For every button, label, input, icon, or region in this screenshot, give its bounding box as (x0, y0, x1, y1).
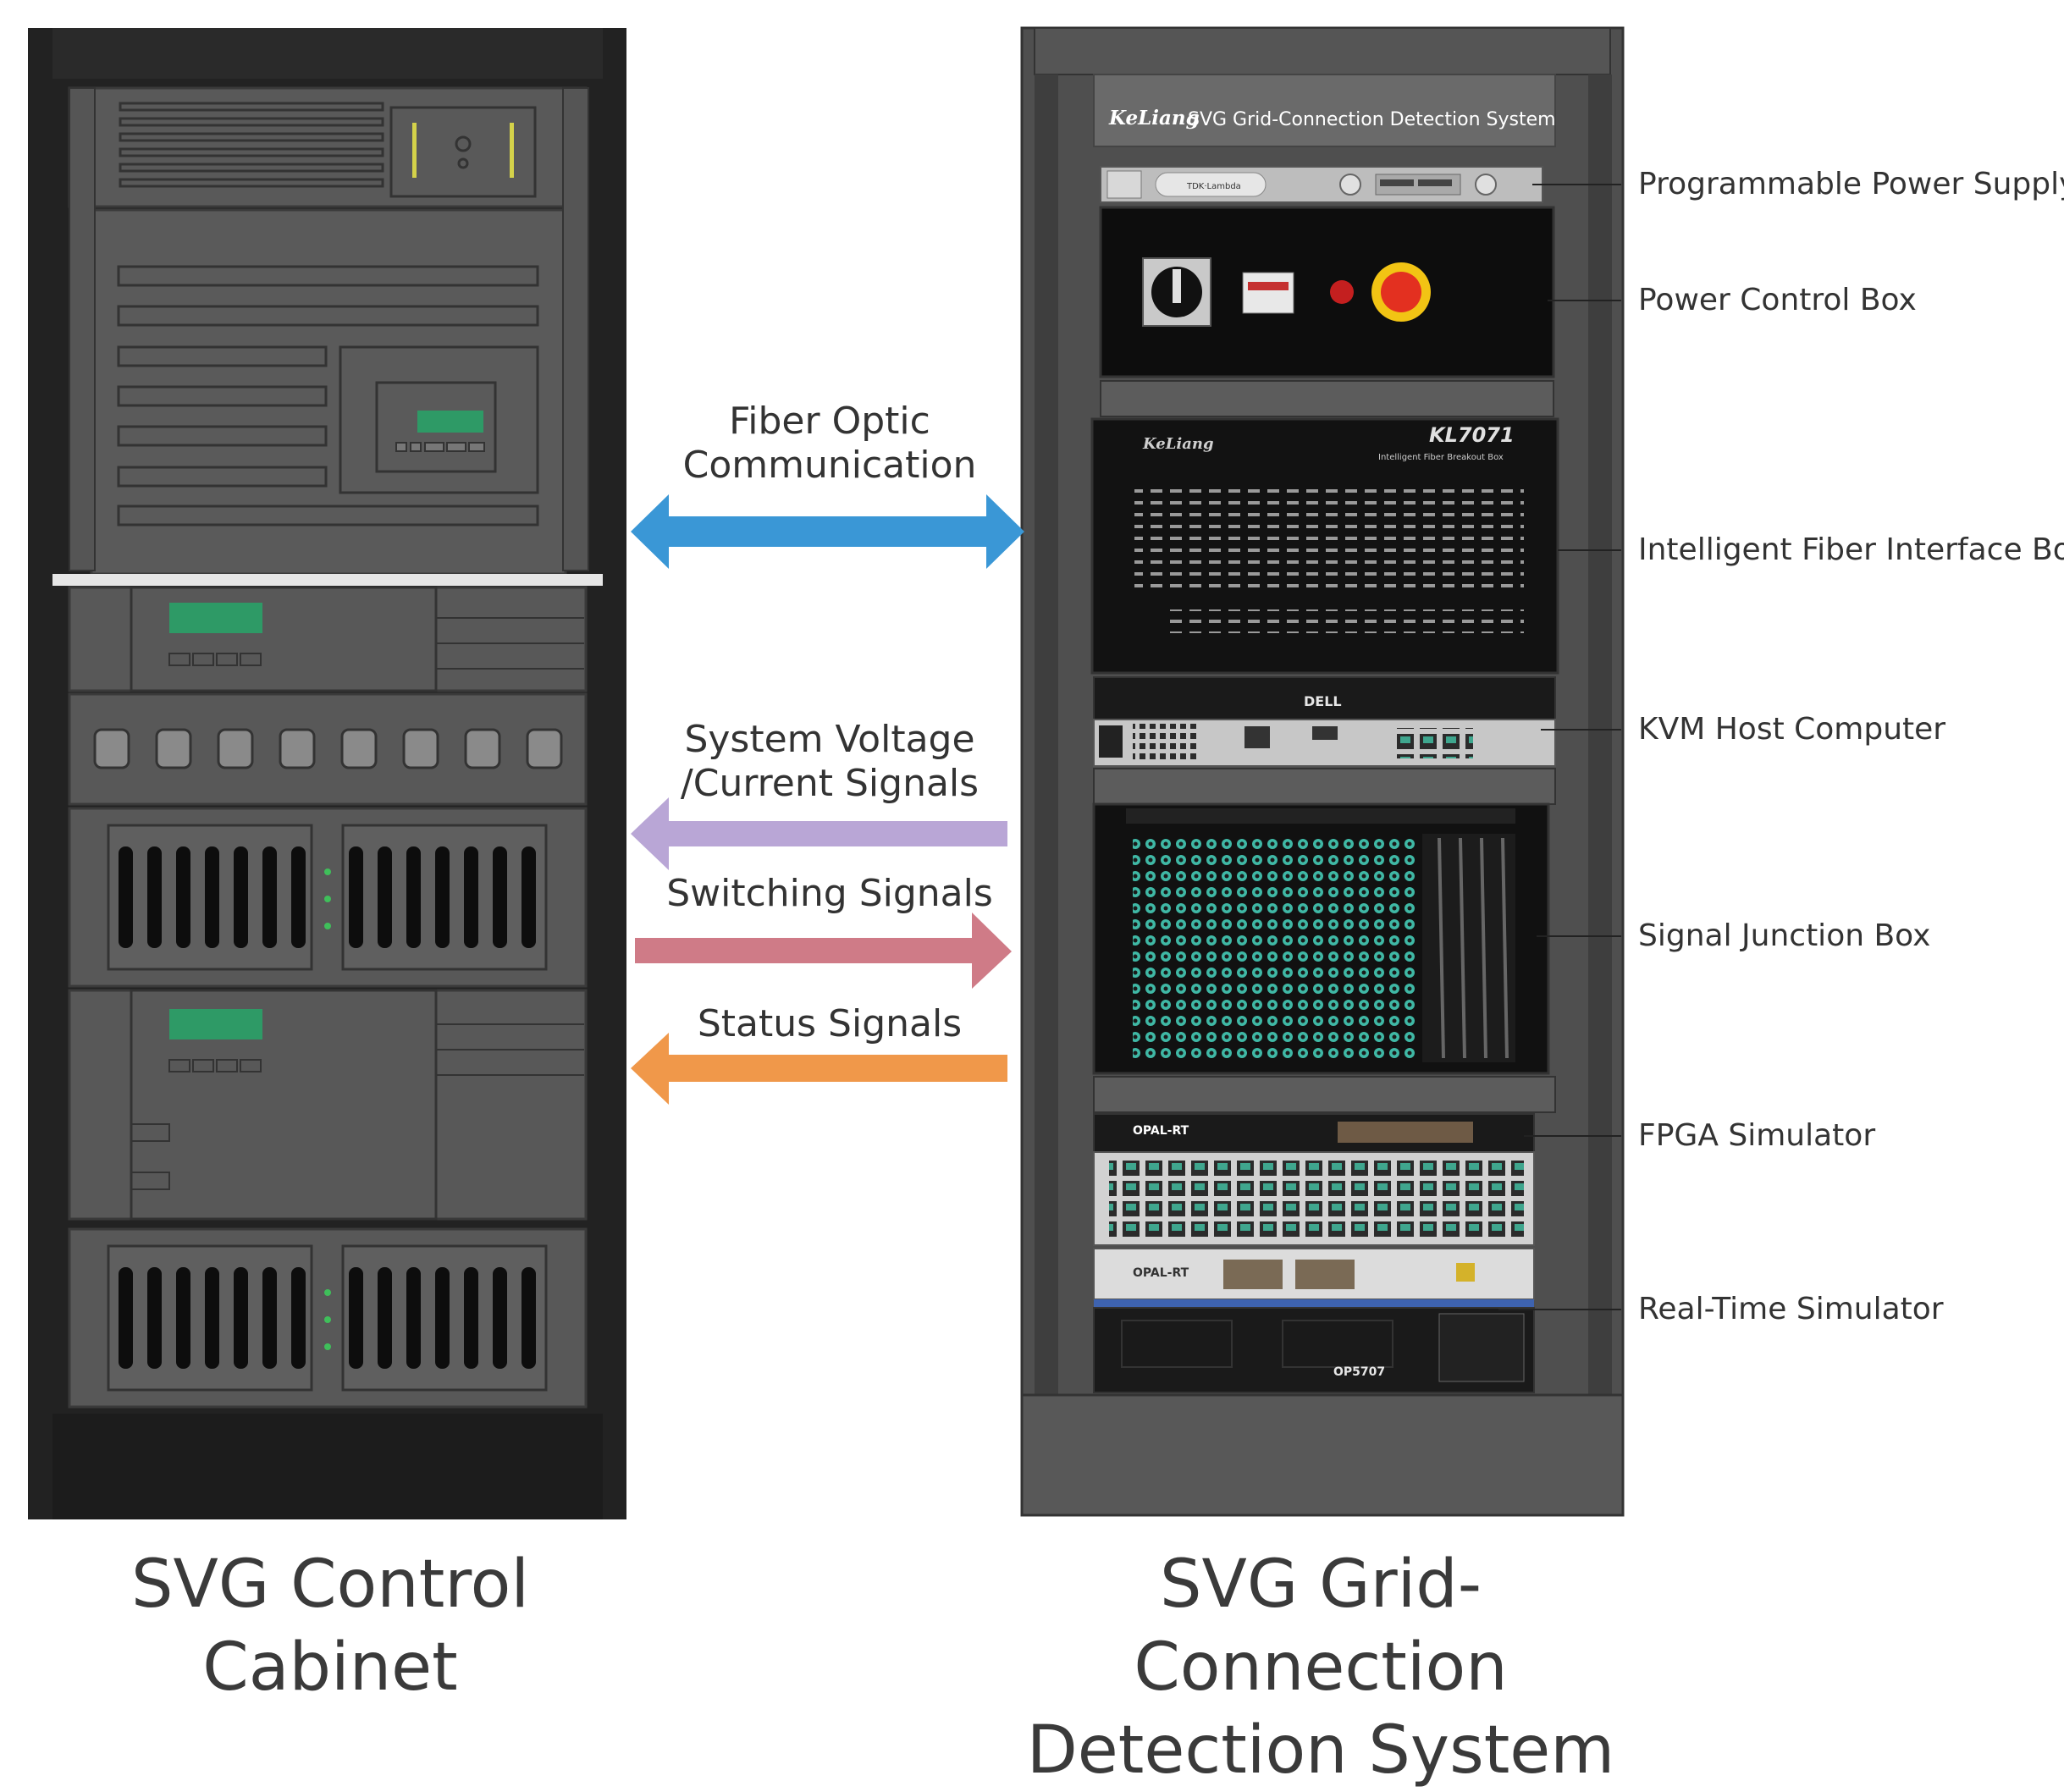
status-signals-label: Status Signals (697, 1002, 963, 1045)
voltage-current-label: System Voltage /Current Signals (660, 718, 999, 806)
switching-signals-arrow (635, 913, 1012, 989)
left-display-unit-1 (68, 586, 588, 692)
label-intelligent-fiber-interface-box: Intelligent Fiber Interface Box (1638, 532, 2064, 567)
status-signals-arrow (631, 1033, 1007, 1105)
right-cabinet-title-line1: SVG Grid-Connection (1134, 1547, 1508, 1706)
left-top-unit (68, 86, 588, 208)
label-real-time-simulator: Real-Time Simulator (1638, 1292, 1944, 1326)
dell-brand-text: DELL (1304, 693, 1342, 709)
left-cabinet-title: SVG Control Cabinet (130, 1547, 530, 1706)
diagram-canvas: KeLiang SVG Grid-Connection Detection Sy… (28, 26, 1625, 1519)
switching-signals-label: Switching Signals (666, 872, 993, 915)
left-fan-unit-2 (68, 1227, 588, 1409)
programmable-power-supply: TDK·Lambda (1100, 166, 1543, 203)
opal-brand-text-1: OPAL-RT (1133, 1124, 1189, 1138)
fiber-optic-label: Fiber Optic Communication (660, 400, 999, 488)
label-fpga-simulator: FPGA Simulator (1638, 1118, 1876, 1153)
left-outlet-strip (68, 692, 588, 806)
svg-control-cabinet (28, 28, 626, 1519)
real-time-simulator: OPAL-RT OP5707 (1093, 1248, 1535, 1393)
voltage-current-label-line1: System Voltage (684, 718, 975, 761)
right-cabinet-title: SVG Grid-Connection Detection System (982, 1543, 1659, 1792)
system-header-plate (1093, 74, 1556, 147)
right-cabinet-title-line2: Detection System (1026, 1712, 1615, 1789)
fiber-optic-arrow (631, 494, 1024, 569)
header-system-text: SVG Grid-Connection Detection System (1188, 109, 1556, 130)
fpga-simulator: OPAL-RT (1093, 1076, 1556, 1246)
opal-brand-text-2: OPAL-RT (1133, 1266, 1189, 1280)
tdk-brand-text: TDK·Lambda (1186, 182, 1241, 191)
label-power-control-box: Power Control Box (1638, 283, 1917, 317)
label-kvm-host-computer: KVM Host Computer (1638, 712, 1946, 747)
opal-model-text: OP5707 (1333, 1365, 1385, 1379)
voltage-current-arrow (631, 797, 1007, 870)
power-control-box (1099, 206, 1555, 378)
voltage-current-label-line2: /Current Signals (680, 762, 980, 805)
left-large-unit (90, 208, 567, 576)
left-display-unit-2 (68, 989, 588, 1221)
kl-subtitle-text: Intelligent Fiber Breakout Box (1378, 453, 1504, 462)
kl-brand-logo: KeLiang (1142, 435, 1214, 453)
detection-system-cabinet: KeLiang SVG Grid-Connection Detection Sy… (1020, 26, 1625, 1517)
kl-model-text: KL7071 (1429, 423, 1515, 447)
component-leader-lines (1498, 184, 1621, 1310)
fiber-optic-label-line2: Communication (682, 444, 977, 487)
signal-junction-box (1092, 768, 1556, 1075)
left-fan-unit-1 (68, 807, 588, 988)
label-programmable-power-supply: Programmable Power Supply (1638, 167, 2064, 201)
fiber-optic-label-line1: Fiber Optic (729, 400, 930, 443)
header-brand-logo: KeLiang (1108, 107, 1200, 130)
label-signal-junction-box: Signal Junction Box (1638, 918, 1931, 953)
intelligent-fiber-interface-box: KeLiang KL7071 Intelligent Fiber Breakou… (1090, 417, 1559, 675)
kvm-host-computer: DELL (1093, 676, 1556, 767)
